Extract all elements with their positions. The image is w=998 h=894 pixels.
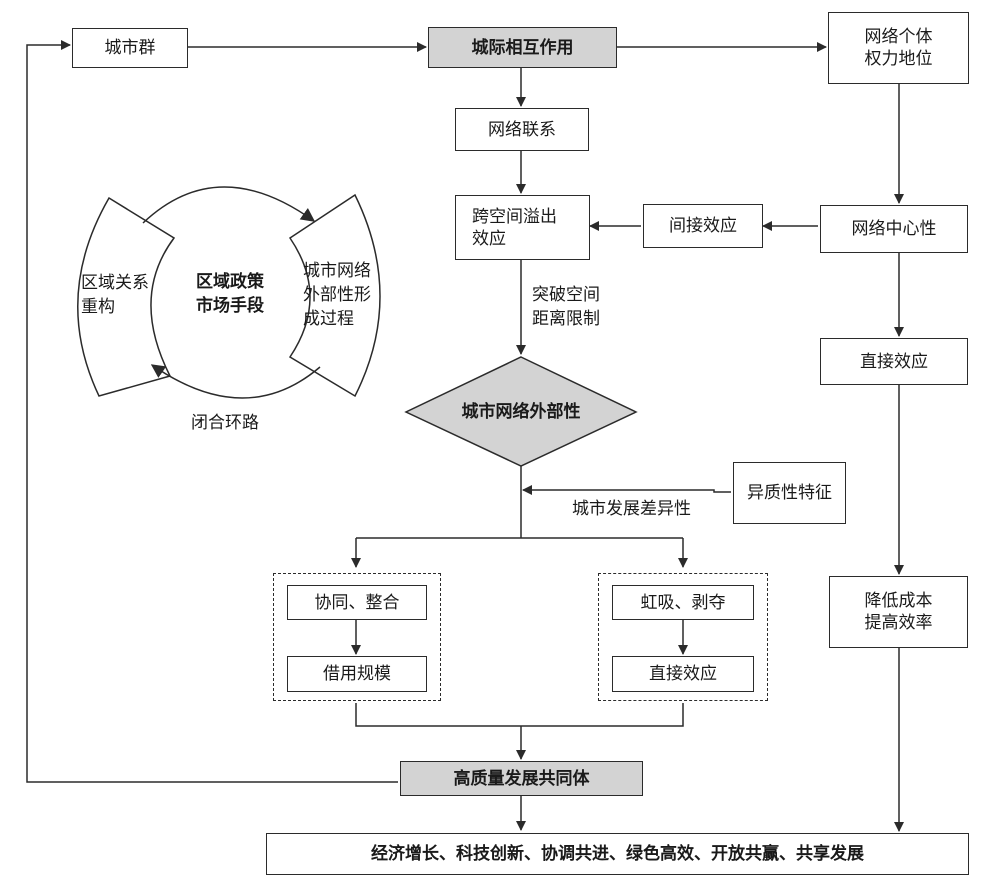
hq-community-label: 高质量发展共同体	[453, 768, 590, 789]
spillover-line1: 跨空间溢出	[472, 206, 557, 227]
network-centrality-box: 网络中心性	[820, 205, 968, 253]
cost-line2: 提高效率	[864, 613, 933, 633]
cycle-right-line1: 城市网络	[303, 261, 371, 281]
cycle-left-wedge	[77, 196, 176, 397]
cycle-left-line1: 区域关系	[81, 273, 149, 293]
intercity-interaction-box: 城际相互作用	[428, 27, 617, 68]
siphon-group	[598, 573, 768, 701]
development-diff-label: 城市发展差异性	[572, 499, 691, 519]
cycle-top-arc	[142, 186, 316, 224]
cycle-center-text: 区域政策 市场手段	[180, 270, 280, 318]
direct-effect-right-box: 直接效应	[820, 338, 968, 385]
siphon-label: 虹吸、剥夺	[640, 592, 726, 613]
network-power-line1: 网络个体	[864, 27, 933, 47]
borrowed-size-box: 借用规模	[287, 656, 427, 692]
urban-cluster-label: 城市群	[104, 38, 156, 58]
cycle-left-text: 区域关系 重构	[81, 271, 149, 319]
cycle-right-line2: 外部性形	[303, 285, 371, 305]
urban-cluster-box: 城市群	[72, 28, 188, 68]
direct-effect-bottom-box: 直接效应	[612, 656, 754, 692]
spillover-line2: 效应	[472, 228, 506, 249]
spillover-box: 跨空间溢出 效应	[455, 195, 590, 260]
cost-efficiency-box: 降低成本 提高效率	[829, 576, 968, 648]
heterogeneity-label: 异质性特征	[747, 483, 832, 503]
break-line2: 距离限制	[532, 309, 600, 329]
cycle-right-wedge	[288, 193, 381, 398]
externality-label: 城市网络外部性	[461, 402, 581, 422]
synergy-group	[273, 573, 441, 701]
cycle-right-line3: 成过程	[303, 309, 354, 329]
heterogeneity-box: 异质性特征	[733, 462, 846, 524]
loop-label: 闭合环路	[191, 413, 259, 433]
network-connection-box: 网络联系	[455, 108, 589, 151]
outcomes-box: 经济增长、科技创新、协调共进、绿色高效、开放共赢、共享发展	[266, 833, 969, 875]
indirect-effect-box: 间接效应	[643, 204, 763, 248]
cycle-right-text: 城市网络 外部性形 成过程	[303, 259, 371, 331]
cycle-bottom-arc	[150, 364, 321, 399]
cycle-left-line2: 重构	[81, 297, 115, 317]
network-centrality-label: 网络中心性	[851, 219, 937, 239]
break-distance-label: 突破空间 距离限制	[532, 283, 600, 331]
break-line1: 突破空间	[532, 285, 600, 305]
borrowed-size-label: 借用规模	[323, 664, 391, 684]
synergy-box: 协同、整合	[287, 585, 427, 620]
siphon-box: 虹吸、剥夺	[612, 585, 754, 620]
synergy-label: 协同、整合	[314, 592, 400, 613]
direct-effect-right-label: 直接效应	[860, 351, 928, 372]
cycle-center-line1: 区域政策	[196, 272, 264, 292]
network-connection-label: 网络联系	[488, 119, 556, 140]
arrow-feedback-to-cluster	[26, 40, 398, 783]
direct-effect-bottom-label: 直接效应	[649, 664, 717, 684]
network-power-line2: 权力地位	[864, 49, 933, 69]
intercity-interaction-label: 城际相互作用	[471, 37, 574, 58]
arrow-heterogeneity-to-trunk	[522, 485, 731, 495]
indirect-effect-label: 间接效应	[669, 216, 737, 236]
cycle-center-line2: 市场手段	[196, 296, 264, 316]
externality-diamond	[404, 356, 638, 467]
outcomes-label: 经济增长、科技创新、协调共进、绿色高效、开放共赢、共享发展	[371, 844, 864, 864]
cost-line1: 降低成本	[864, 591, 933, 611]
network-power-box: 网络个体 权力地位	[828, 12, 969, 84]
hq-community-box: 高质量发展共同体	[400, 761, 643, 796]
